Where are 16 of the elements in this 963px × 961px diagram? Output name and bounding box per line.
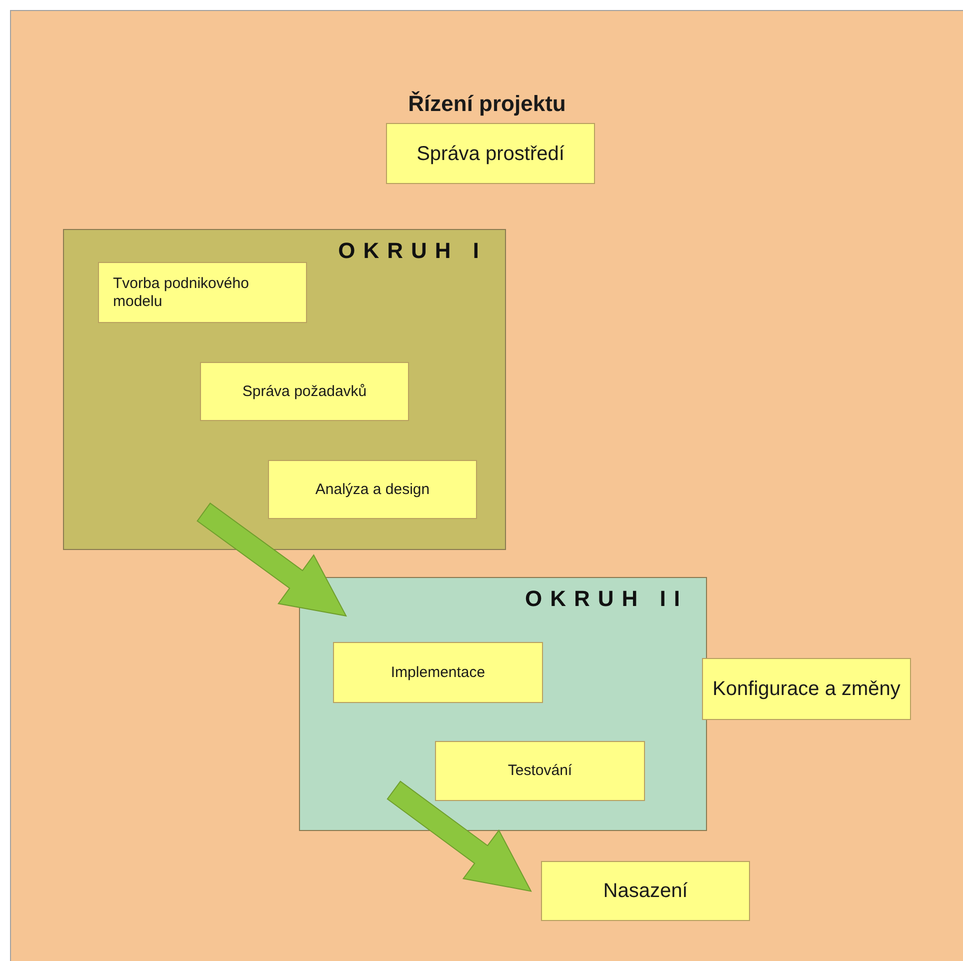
process-box: Implementace <box>333 642 543 703</box>
group-heading: OKRUH II <box>525 586 688 612</box>
project-frame <box>10 10 963 961</box>
process-box: Správa požadavků <box>200 362 409 421</box>
process-box: Konfigurace a změny <box>702 658 911 720</box>
process-box: Správa prostředí <box>386 123 595 184</box>
block-arrow <box>386 780 532 892</box>
block-arrow <box>196 502 348 617</box>
process-box: Testování <box>435 741 645 801</box>
group-panel <box>63 229 506 550</box>
process-box: Analýza a design <box>268 460 477 519</box>
group-panel <box>299 577 707 831</box>
process-box: Nasazení <box>541 861 750 921</box>
process-box: Tvorba podnikového modelu <box>98 262 307 323</box>
title: Řízení projektu <box>408 91 566 116</box>
group-heading: OKRUH I <box>338 238 487 264</box>
